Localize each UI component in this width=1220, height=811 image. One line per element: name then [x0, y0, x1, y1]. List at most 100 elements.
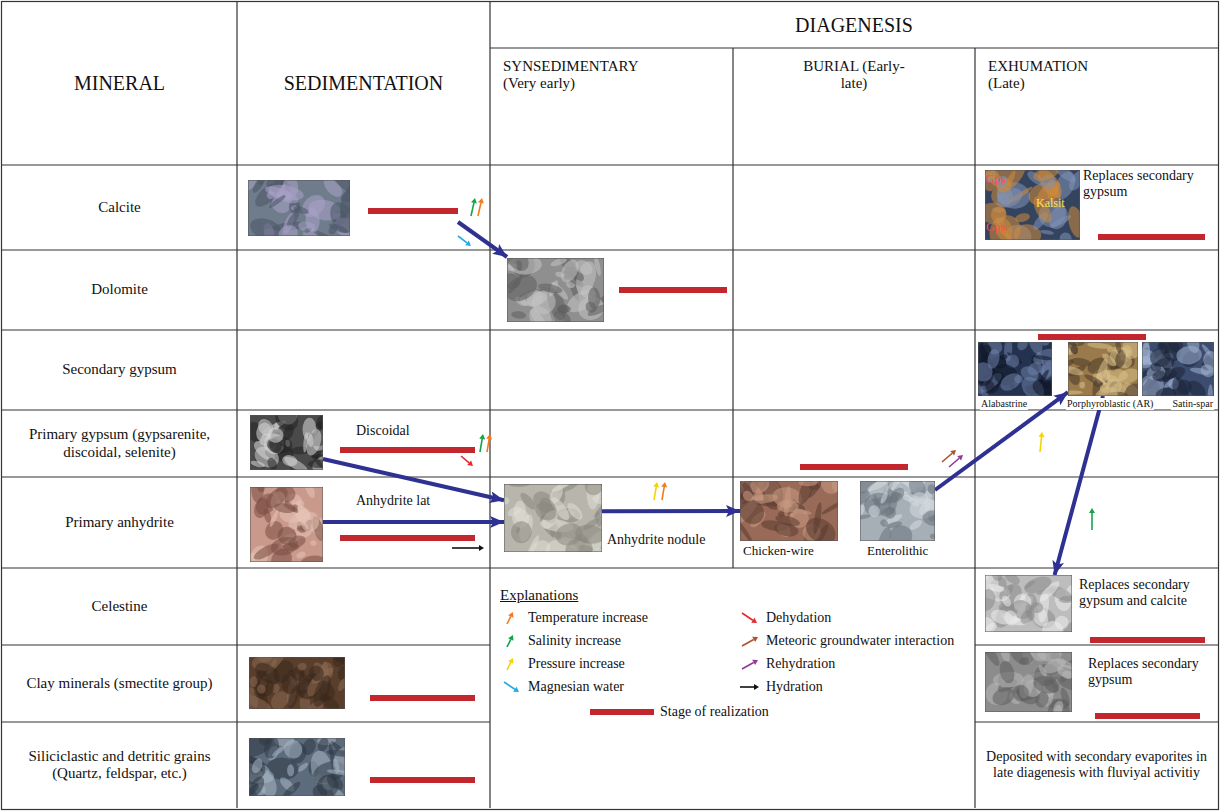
arrow-head	[653, 482, 659, 487]
photo-grain	[1042, 342, 1050, 346]
photo-grain	[1121, 342, 1138, 360]
legend-title: Explanations	[500, 587, 578, 604]
label-cell: Gps	[986, 220, 1020, 236]
photo-grain	[1025, 359, 1045, 378]
label-cell: Deposited with secondary evaporites in l…	[975, 722, 1218, 808]
photo-grain	[774, 513, 801, 528]
stage-bars	[340, 208, 1205, 783]
process-arrow	[504, 682, 519, 692]
row-label: Primary anhydrite	[65, 514, 174, 531]
stage-bar	[800, 464, 908, 470]
thin-section-photo	[978, 342, 1052, 396]
photo-grain	[551, 484, 573, 493]
photo-grain	[1009, 682, 1032, 705]
photo-grain	[1087, 342, 1113, 350]
label-cell: Secondary gypsum	[2, 330, 237, 410]
photo-grain	[860, 503, 867, 517]
legend-swatch	[590, 709, 654, 715]
grid-line	[2, 567, 1218, 568]
photo-label: Gps	[986, 221, 1005, 235]
photo-grain	[1066, 170, 1080, 193]
column-header: SEDIMENTATION	[284, 72, 444, 95]
photo-grain	[282, 180, 298, 198]
photo-frame	[504, 484, 602, 552]
grid-line	[974, 48, 975, 808]
grid-line	[2, 644, 490, 645]
arrow-head	[478, 198, 484, 204]
photo-grain	[879, 491, 889, 505]
process-arrow	[461, 456, 473, 466]
photo-node: Anhydrite nodule	[504, 484, 602, 552]
photo-node: Discoidal	[250, 415, 323, 470]
grid-line	[732, 48, 733, 568]
photo-frame	[249, 657, 345, 709]
arrow-shaft	[742, 613, 753, 620]
legend-text: Temperature increase	[528, 610, 648, 626]
photo-caption: Anhydrite nodule	[606, 532, 706, 548]
photo-grain	[250, 757, 264, 775]
arrow-head	[508, 612, 513, 618]
column-subheader: BURIAL (Early-late)	[799, 58, 909, 93]
photo-grain	[1015, 342, 1030, 352]
label-cell: Replaces secondary gypsum	[1083, 168, 1215, 210]
arrow-shaft	[507, 663, 511, 671]
photo-grain	[336, 665, 345, 681]
photo-grain	[884, 506, 897, 520]
arrow-shaft	[742, 639, 754, 646]
grain-photo	[249, 738, 345, 796]
legend-text: Magnesian water	[528, 679, 624, 695]
photo-caption: Anhydrite lat	[355, 493, 431, 509]
photo-frame	[507, 258, 604, 322]
grid-line	[975, 721, 1218, 722]
photo-grain	[1053, 613, 1071, 631]
photo-grain	[286, 684, 302, 709]
row-label: Dolomite	[91, 281, 148, 298]
thin-section-photo	[504, 484, 602, 552]
stage-bar	[370, 695, 475, 701]
arrow-shaft	[507, 617, 511, 625]
photo-caption: Satin-spar	[1171, 398, 1214, 410]
photo-node: Chicken-wire	[740, 481, 838, 541]
process-arrow	[1089, 508, 1095, 530]
photo-texture	[504, 484, 602, 552]
legend-text: Rehydration	[766, 656, 835, 672]
photo-grain	[268, 509, 279, 527]
photo-grain	[887, 485, 907, 505]
label-cell: Explanations	[500, 586, 640, 606]
grid-line	[2, 409, 1218, 410]
column-header: DIAGENESIS	[795, 14, 913, 37]
photo-grain	[1031, 673, 1060, 696]
row-label: Secondary gypsum	[62, 361, 177, 378]
photo-grain	[525, 302, 557, 322]
dolomite-photo	[507, 258, 604, 322]
photo-label: Kalsit	[1036, 197, 1065, 211]
photo-grain	[271, 744, 287, 758]
photo-grain	[1068, 342, 1080, 356]
legend-text: Meteoric groundwater interaction	[766, 633, 954, 649]
photo-caption: Chicken-wire	[742, 544, 815, 559]
arrow-head	[752, 637, 758, 642]
thin-section-photo	[1068, 342, 1138, 396]
photo-grain	[506, 505, 523, 519]
transformation-arrow	[1055, 396, 1103, 575]
row-label: Celestine	[92, 598, 148, 615]
legend-item: Magnesian water	[500, 679, 624, 695]
transformation-arrow	[458, 222, 507, 257]
photo-grain	[1026, 342, 1045, 356]
photo-grain	[1033, 354, 1052, 361]
photo-caption: Porphyroblastic (AR)	[1066, 398, 1154, 410]
process-arrow	[742, 637, 758, 646]
photo-grain	[777, 500, 799, 513]
photo-grain	[287, 764, 294, 776]
photo-grain	[801, 512, 838, 541]
process-arrow	[1039, 432, 1045, 452]
photo-grain	[1040, 229, 1055, 235]
photo-grain	[586, 302, 604, 319]
photo-frame	[249, 738, 345, 796]
photo-grain	[1003, 609, 1019, 627]
row-label: Clay minerals (smectite group)	[26, 675, 212, 692]
clay-photo	[249, 657, 345, 709]
grid-line	[2, 329, 1218, 330]
photo-grain	[267, 427, 285, 444]
